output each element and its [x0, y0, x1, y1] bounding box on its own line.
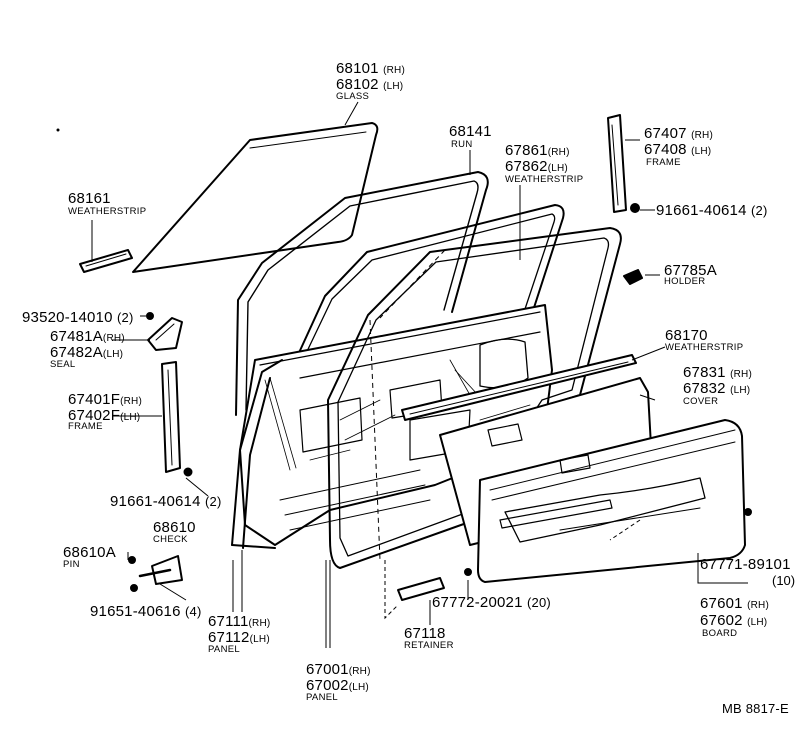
belt-weatherstrip-desc: WEATHERSTRIP: [665, 342, 744, 353]
door-glass: [132, 122, 379, 273]
frame-lh-label: 67408 (LH): [644, 141, 712, 158]
holder: [623, 269, 643, 285]
leader-lines: [91, 101, 748, 648]
clip2-qty: (10): [772, 573, 796, 588]
weatherstrip-lh-label: 67862(LH): [505, 158, 568, 175]
holder-desc: HOLDER: [664, 276, 706, 287]
glass-weatherstrip-number: 68161: [68, 190, 111, 207]
lower-frame-lh-label: 67402F(LH): [68, 407, 141, 424]
clip2-number: 67771-89101: [700, 556, 791, 573]
bolt-top-label: 91661-40614 (2): [656, 202, 768, 219]
bolt-icon: [130, 584, 138, 592]
lower-frame: [161, 361, 181, 473]
check-desc: CHECK: [153, 534, 188, 545]
weatherstrip-rh-label: 67861(RH): [505, 142, 570, 159]
holder-number: 67785A: [664, 262, 717, 279]
clip-label: 67772-20021 (20): [432, 594, 551, 611]
board-rh-label: 67601 (RH): [700, 595, 769, 612]
screw-icon: [146, 312, 154, 320]
upper-frame: [607, 114, 627, 213]
check-number: 68610: [153, 519, 196, 536]
bolt-icon: [183, 467, 193, 477]
trim-board: [477, 419, 746, 583]
glass-run-channel: [235, 171, 489, 416]
panel-rh-label: 67111(RH): [208, 613, 271, 630]
inner-door-panel: [239, 304, 553, 546]
dashed-guide: [369, 319, 381, 561]
dashed-guide: [379, 249, 446, 319]
glass-desc: GLASS: [336, 91, 370, 102]
lower-frame-rh-label: 67401F(RH): [68, 391, 142, 408]
screw-label: 93520-14010 (2): [22, 309, 134, 326]
cover-desc: COVER: [683, 396, 719, 407]
retainer: [397, 577, 445, 601]
belt-weatherstrip: [401, 354, 637, 421]
glass-rh-label: 68101 (RH): [336, 60, 405, 77]
outer-door-panel: [231, 359, 283, 549]
glass-weatherstrip-desc: WEATHERSTRIP: [68, 206, 147, 217]
upper-weatherstrip: [291, 204, 565, 369]
bolt-low-label: 91651-40616 (4): [90, 603, 202, 620]
weatherstrip-desc: WEATHERSTRIP: [505, 174, 584, 185]
retainer-desc: RETAINER: [404, 640, 454, 651]
seal-desc: SEAL: [50, 359, 76, 370]
glass-weatherstrip: [79, 249, 133, 273]
run-number: 68141: [449, 123, 492, 140]
pin-number: 68610A: [63, 544, 116, 561]
pin-icon: [128, 556, 136, 564]
belt-weatherstrip-number: 68170: [665, 327, 708, 344]
run-desc: RUN: [451, 139, 473, 150]
dashed-guide: [609, 519, 641, 541]
seal: [147, 317, 183, 351]
board-lh-label: 67602 (LH): [700, 612, 768, 629]
bolt-mid-label: 91661-40614 (2): [110, 493, 222, 510]
dot-mark: [56, 128, 60, 132]
clip-icon: [464, 568, 472, 576]
outer-panel-rh-label: 67001(RH): [306, 661, 371, 678]
lower-frame-desc: FRAME: [68, 421, 103, 432]
seal-rh-label: 67481A(RH): [50, 328, 125, 345]
panel-lh-label: 67112(LH): [208, 629, 270, 646]
door-check: [138, 555, 183, 585]
glass-lh-label: 68102 (LH): [336, 76, 404, 93]
frame-desc: FRAME: [646, 157, 681, 168]
seal-lh-label: 67482A(LH): [50, 344, 124, 361]
door-weatherstrip: [327, 227, 622, 569]
figure-reference: MB 8817-E: [722, 701, 789, 716]
cover-rh-label: 67831 (RH): [683, 364, 752, 381]
outer-panel-desc: PANEL: [306, 692, 338, 703]
pin-desc: PIN: [63, 559, 80, 570]
board-desc: BOARD: [702, 628, 738, 639]
cover-lh-label: 67832 (LH): [683, 380, 751, 397]
outer-panel-lh-label: 67002(LH): [306, 677, 369, 694]
bolt-icon: [630, 203, 640, 213]
retainer-number: 67118: [404, 625, 446, 642]
panel-desc: PANEL: [208, 644, 240, 655]
clip-icon: [744, 508, 752, 516]
frame-rh-label: 67407 (RH): [644, 125, 713, 142]
